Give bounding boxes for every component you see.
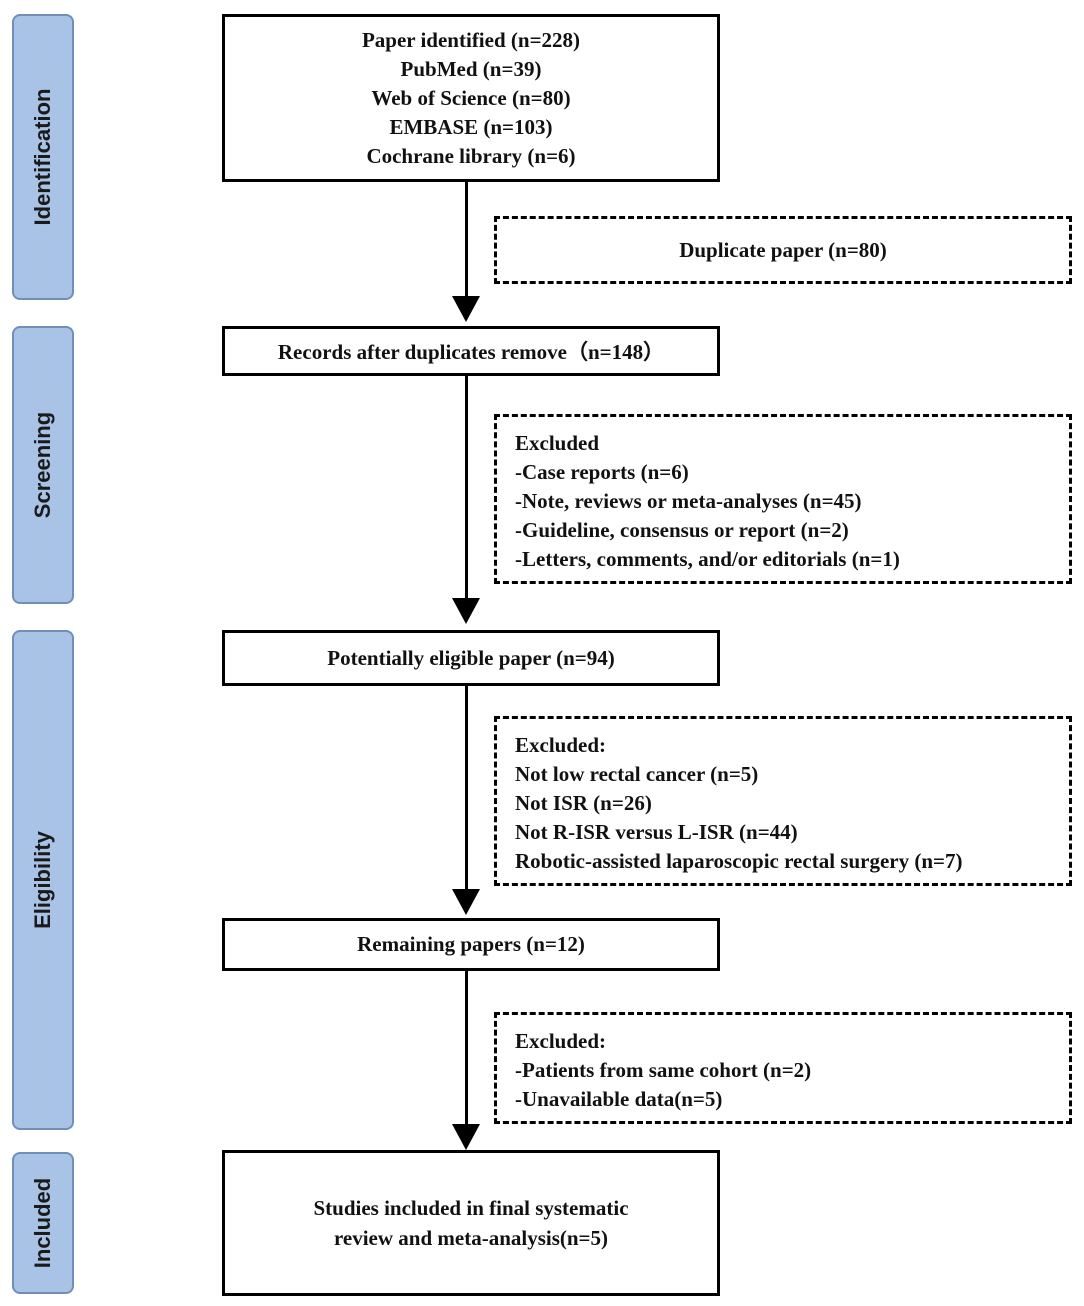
- final-excluded-item: -Patients from same cohort (n=2): [515, 1058, 812, 1082]
- screening-excluded-box: Excluded -Case reports (n=6) -Note, revi…: [494, 414, 1072, 584]
- eligibility-excluded-box: Excluded: Not low rectal cancer (n=5) No…: [494, 716, 1072, 886]
- phase-screening-label: Screening: [30, 411, 55, 519]
- eligibility-excluded-item: Robotic-assisted laparoscopic rectal sur…: [515, 849, 963, 873]
- included-studies-box: Studies included in final systematic rev…: [222, 1150, 720, 1296]
- arrow-shaft-4: [465, 970, 468, 1125]
- remaining-box: Remaining papers (n=12): [222, 918, 720, 971]
- screening-excluded-item: -Note, reviews or meta-analyses (n=45): [515, 489, 862, 513]
- eligibility-excluded-item: Not ISR (n=26): [515, 791, 652, 815]
- screening-excluded-item: -Letters, comments, and/or editorials (n…: [515, 547, 900, 571]
- phase-eligibility: Eligibility: [12, 630, 74, 1130]
- final-excluded-item: -Unavailable data(n=5): [515, 1087, 723, 1111]
- identified-embase: EMBASE (n=103): [389, 114, 553, 139]
- included-studies-line: Studies included in final systematic: [313, 1196, 629, 1220]
- eligibility-excluded-title: Excluded:: [515, 733, 607, 757]
- final-excluded-title: Excluded:: [515, 1029, 607, 1053]
- eligibility-excluded-item: Not low rectal cancer (n=5): [515, 762, 759, 786]
- eligible-box: Potentially eligible paper (n=94): [222, 630, 720, 686]
- phase-eligibility-label: Eligibility: [30, 831, 55, 929]
- arrow-head-2: [452, 598, 480, 624]
- after-duplicates-box: Records after duplicates remove（n=148）: [222, 326, 720, 376]
- phase-identification-label: Identification: [30, 88, 55, 226]
- identified-total: Paper identified (n=228): [361, 27, 581, 52]
- duplicate-text: Duplicate paper (n=80): [679, 237, 887, 262]
- phase-included: Included: [12, 1152, 74, 1294]
- phase-identification: Identification: [12, 14, 74, 300]
- identified-cochrane: Cochrane library (n=6): [366, 143, 576, 168]
- screening-excluded-item: -Guideline, consensus or report (n=2): [515, 518, 849, 542]
- final-excluded-box: Excluded: -Patients from same cohort (n=…: [494, 1012, 1072, 1124]
- identified-pubmed: PubMed (n=39): [400, 56, 542, 81]
- arrow-shaft-1: [465, 181, 468, 296]
- included-studies-line: review and meta-analysis(n=5): [333, 1226, 609, 1250]
- identified-box: Paper identified (n=228) PubMed (n=39) W…: [222, 14, 720, 182]
- arrow-shaft-3: [465, 685, 468, 891]
- arrow-head-3: [452, 889, 480, 915]
- eligible-text: Potentially eligible paper (n=94): [327, 645, 615, 670]
- arrow-shaft-2: [465, 375, 468, 601]
- phase-included-label: Included: [30, 1177, 55, 1269]
- after-duplicates-text: Records after duplicates remove（n=148）: [277, 340, 665, 364]
- screening-excluded-item: -Case reports (n=6): [515, 460, 689, 484]
- identified-web-of-science: Web of Science (n=80): [371, 85, 571, 110]
- duplicate-box: Duplicate paper (n=80): [494, 216, 1072, 284]
- screening-excluded-title: Excluded: [515, 431, 600, 455]
- eligibility-excluded-item: Not R-ISR versus L-ISR (n=44): [515, 820, 798, 844]
- remaining-text: Remaining papers (n=12): [357, 932, 585, 956]
- arrow-head-1: [452, 296, 480, 322]
- arrow-head-4: [452, 1124, 480, 1150]
- phase-screening: Screening: [12, 326, 74, 604]
